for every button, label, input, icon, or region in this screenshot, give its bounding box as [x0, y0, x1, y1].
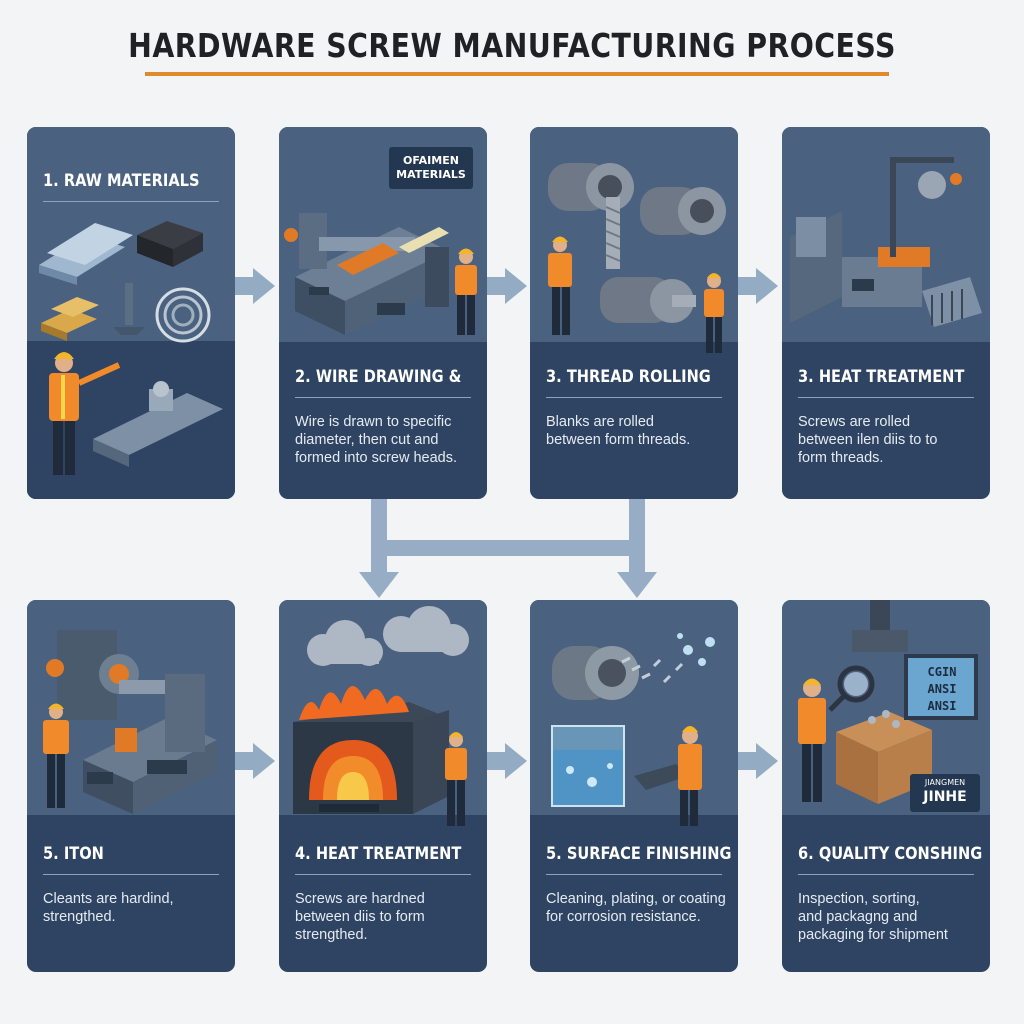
step-heading: 1. RAW MATERIALS [43, 171, 200, 191]
heading-rule [798, 397, 974, 398]
step-heading: 2. WIRE DRAWING & [295, 367, 462, 387]
furnace-illustration [293, 606, 469, 826]
heading-rule [295, 874, 471, 875]
step-description: Cleants are hardind,strengthed. [43, 891, 174, 925]
step-heading: 5. ITON [43, 844, 104, 864]
thread-rolling-illustration [548, 163, 726, 353]
step-card-quality-inspection: CGIN ANSI ANSI JIANGMEN JINHE 6. QUALITY… [782, 600, 990, 972]
surface-finishing-illustration [551, 633, 715, 826]
heading-rule [546, 874, 722, 875]
raw-materials-illustration [27, 221, 235, 499]
hardening-machine-illustration [43, 630, 217, 814]
step-card-iton: 5. ITON Cleants are hardind,strengthed. [27, 600, 235, 972]
brand-tag: JIANGMEN JINHE [910, 774, 980, 812]
step-heading: 3. THREAD ROLLING [546, 367, 711, 387]
heading-rule [546, 397, 722, 398]
page-title: HARDWARE SCREW MANUFACTURING PROCESS [128, 26, 896, 65]
step-card-surface-finishing: 5. SURFACE FINISHING Cleaning, plating, … [530, 600, 738, 972]
step-heading: 3. HEAT TREATMENT [798, 367, 965, 387]
heading-rule [43, 874, 219, 875]
arrow-1-2-shaft [235, 277, 253, 295]
heat-treatment-line-illustration [790, 157, 982, 327]
step-card-wire-drawing: OFAIMEN MATERIALS 2. WIRE DRAWING & Wire… [279, 127, 487, 499]
heading-rule [295, 397, 471, 398]
step-heading: 6. QUALITY CONSHING [798, 844, 983, 864]
step-heading: 4. HEAT TREATMENT [295, 844, 462, 864]
step-heading: 5. SURFACE FINISHING [546, 844, 732, 864]
inspection-screen: CGIN ANSI ANSI [927, 665, 957, 713]
wire-drawing-machine-illustration [284, 213, 477, 335]
quality-inspection-illustration [798, 600, 978, 804]
title-underline [145, 72, 889, 76]
heading-rule [43, 201, 219, 202]
materials-tag: OFAIMEN MATERIALS [389, 147, 473, 189]
heading-rule [798, 874, 974, 875]
step-card-raw-materials: 1. RAW MATERIALS [27, 127, 235, 499]
